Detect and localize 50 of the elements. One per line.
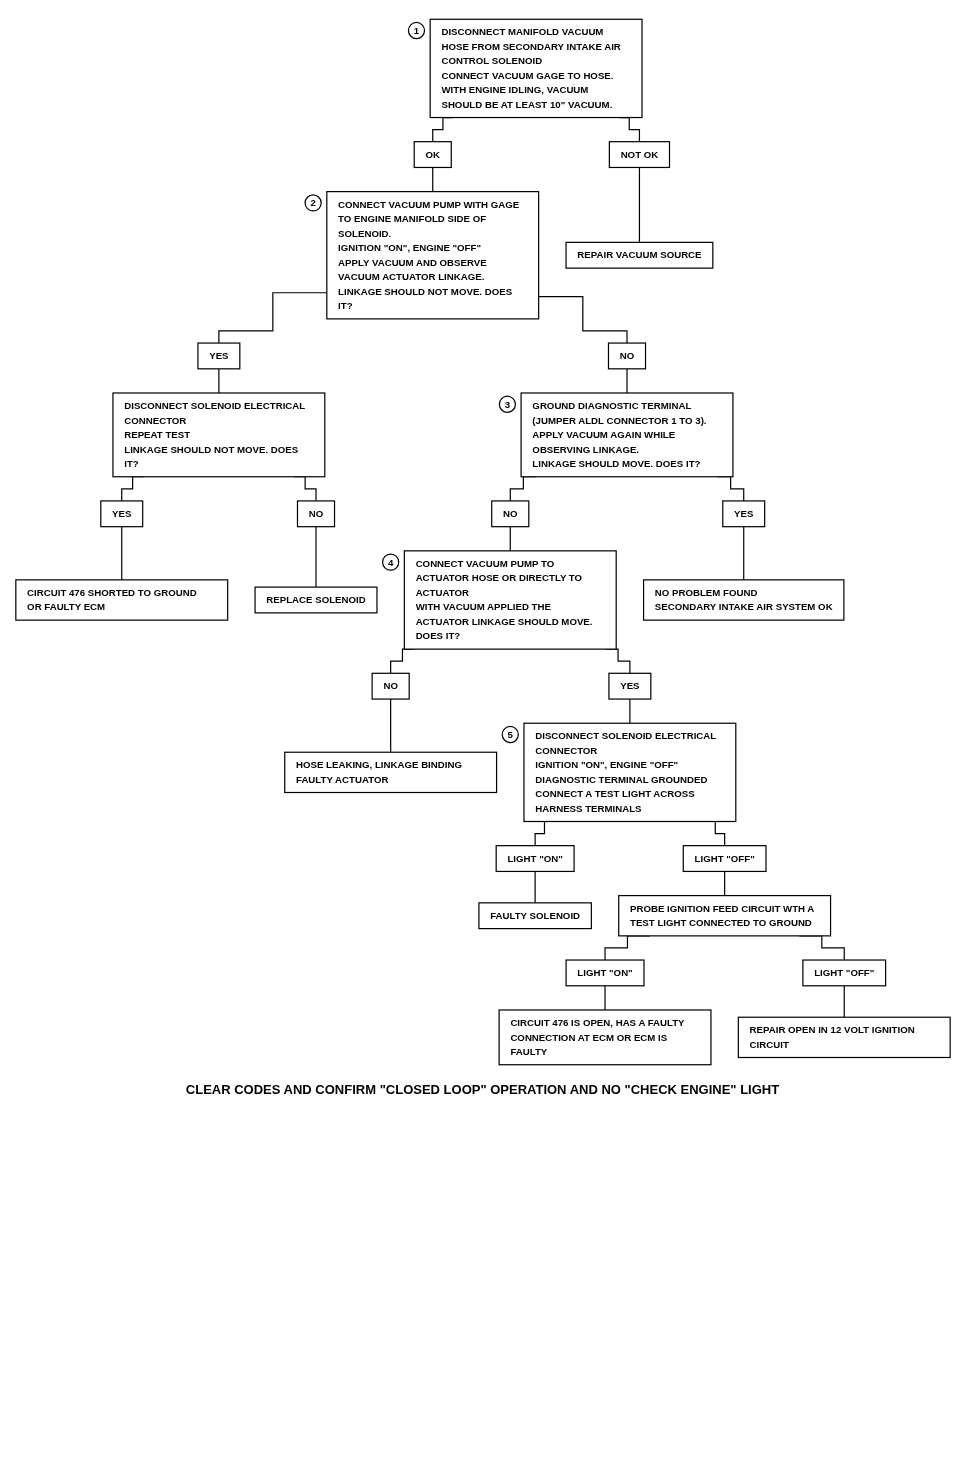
node-box: GROUND DIAGNOSTIC TERMINAL (JUMPER ALDL CONNECTOR 1 TO 3). APPLY VACUUM AGAIN WHILE OBSERVING LINKAGE. LINKAGE SHOULD MOVE. DOES IT? — [519, 392, 734, 478]
node-box: LIGHT "ON" — [564, 959, 645, 987]
node-box: NO — [296, 500, 335, 528]
node-box: DISCONNECT MANIFOLD VACUUM HOSE FROM SECONDARY INTAKE AIR CONTROL SOLENOID CONNECT VACUUM GAGE TO HOSE. WITH ENGINE IDLING, VACUUM SHOULD BE AT LEAST 10" VACUUM. — [429, 18, 643, 119]
node-box: FAULTY SOLENOID — [477, 902, 592, 930]
node-box: YES — [99, 500, 143, 528]
node-box: NO PROBLEM FOUND SECONDARY INTAKE AIR SYSTEM OK — [642, 579, 844, 621]
connector — [509, 526, 511, 552]
connector — [638, 166, 640, 243]
node-box: LIGHT "ON" — [495, 845, 575, 873]
connector — [389, 698, 391, 753]
connector — [120, 526, 122, 581]
node-box: NO — [607, 342, 646, 370]
connector — [431, 166, 433, 193]
footnote: CLEAR CODES AND CONFIRM "CLOSED LOOP" OPERATION AND NO "CHECK ENGINE" LIGHT — [185, 1082, 780, 1097]
node-box: CONNECT VACUUM PUMP WITH GAGE TO ENGINE MANIFOLD SIDE OF SOLENOID. IGNITION "ON", ENGINE "OFF" APPLY VACUUM AND OBSERVE VACUUM ACTUATOR LINKAGE. LINKAGE SHOULD NOT MOVE. DOES IT? — [325, 191, 539, 320]
connector — [603, 985, 606, 1011]
node-box: YES — [721, 500, 765, 528]
step-number: 5 — [501, 725, 519, 744]
node-box: LIGHT "OFF" — [682, 845, 767, 873]
step-number: 3 — [498, 395, 516, 413]
connector — [843, 985, 845, 1018]
node-box: CIRCUIT 476 SHORTED TO GROUND OR FAULTY ECM — [14, 579, 228, 621]
connector — [628, 698, 630, 724]
node-box: NO — [490, 500, 529, 528]
connector — [217, 368, 219, 394]
node-box: DISCONNECT SOLENOID ELECTRICAL CONNECTOR IGNITION "ON", ENGINE "OFF" DIAGNOSTIC TERMINAL GROUNDED CONNECT A TEST LIGHT ACROSS HARNESS TERMINALS — [522, 722, 736, 823]
node-box: CIRCUIT 476 IS OPEN, HAS A FAULTY CONNECTION AT ECM OR ECM IS FAULTY — [498, 1009, 712, 1066]
node-box: NO — [371, 672, 410, 700]
node-box: NOT OK — [608, 141, 670, 169]
node-box: YES — [196, 342, 240, 370]
step-number: 1 — [407, 21, 425, 40]
node-box: REPAIR OPEN IN 12 VOLT IGNITION CIRCUIT — [737, 1016, 951, 1059]
connector — [534, 870, 536, 904]
node-box: CONNECT VACUUM PUMP TO ACTUATOR HOSE OR DIRECTLY TO ACTUATOR WITH VACUUM APPLIED THE ACTUATOR LINKAGE SHOULD MOVE. DOES IT? — [403, 550, 617, 650]
connector — [742, 526, 744, 581]
node-box: YES — [607, 672, 651, 700]
node-box: OK — [413, 141, 452, 169]
node-box: REPLACE SOLENOID — [253, 586, 378, 614]
connector — [217, 292, 327, 344]
node-box: REPAIR VACUUM SOURCE — [564, 241, 713, 269]
connector — [625, 368, 628, 394]
node-box: DISCONNECT SOLENOID ELECTRICAL CONNECTOR REPEAT TEST LINKAGE SHOULD NOT MOVE. DOES IT? — [111, 392, 325, 478]
connector — [723, 870, 725, 897]
node-box: LIGHT "OFF" — [801, 959, 886, 987]
step-number: 2 — [303, 194, 322, 212]
step-number: 4 — [381, 553, 399, 571]
node-box: PROBE IGNITION FEED CIRCUIT WTH A TEST LIGHT CONNECTED TO GROUND — [617, 895, 831, 937]
connector — [314, 526, 317, 588]
node-box: HOSE LEAKING, LINKAGE BINDING FAULTY ACTUATOR — [283, 751, 497, 794]
